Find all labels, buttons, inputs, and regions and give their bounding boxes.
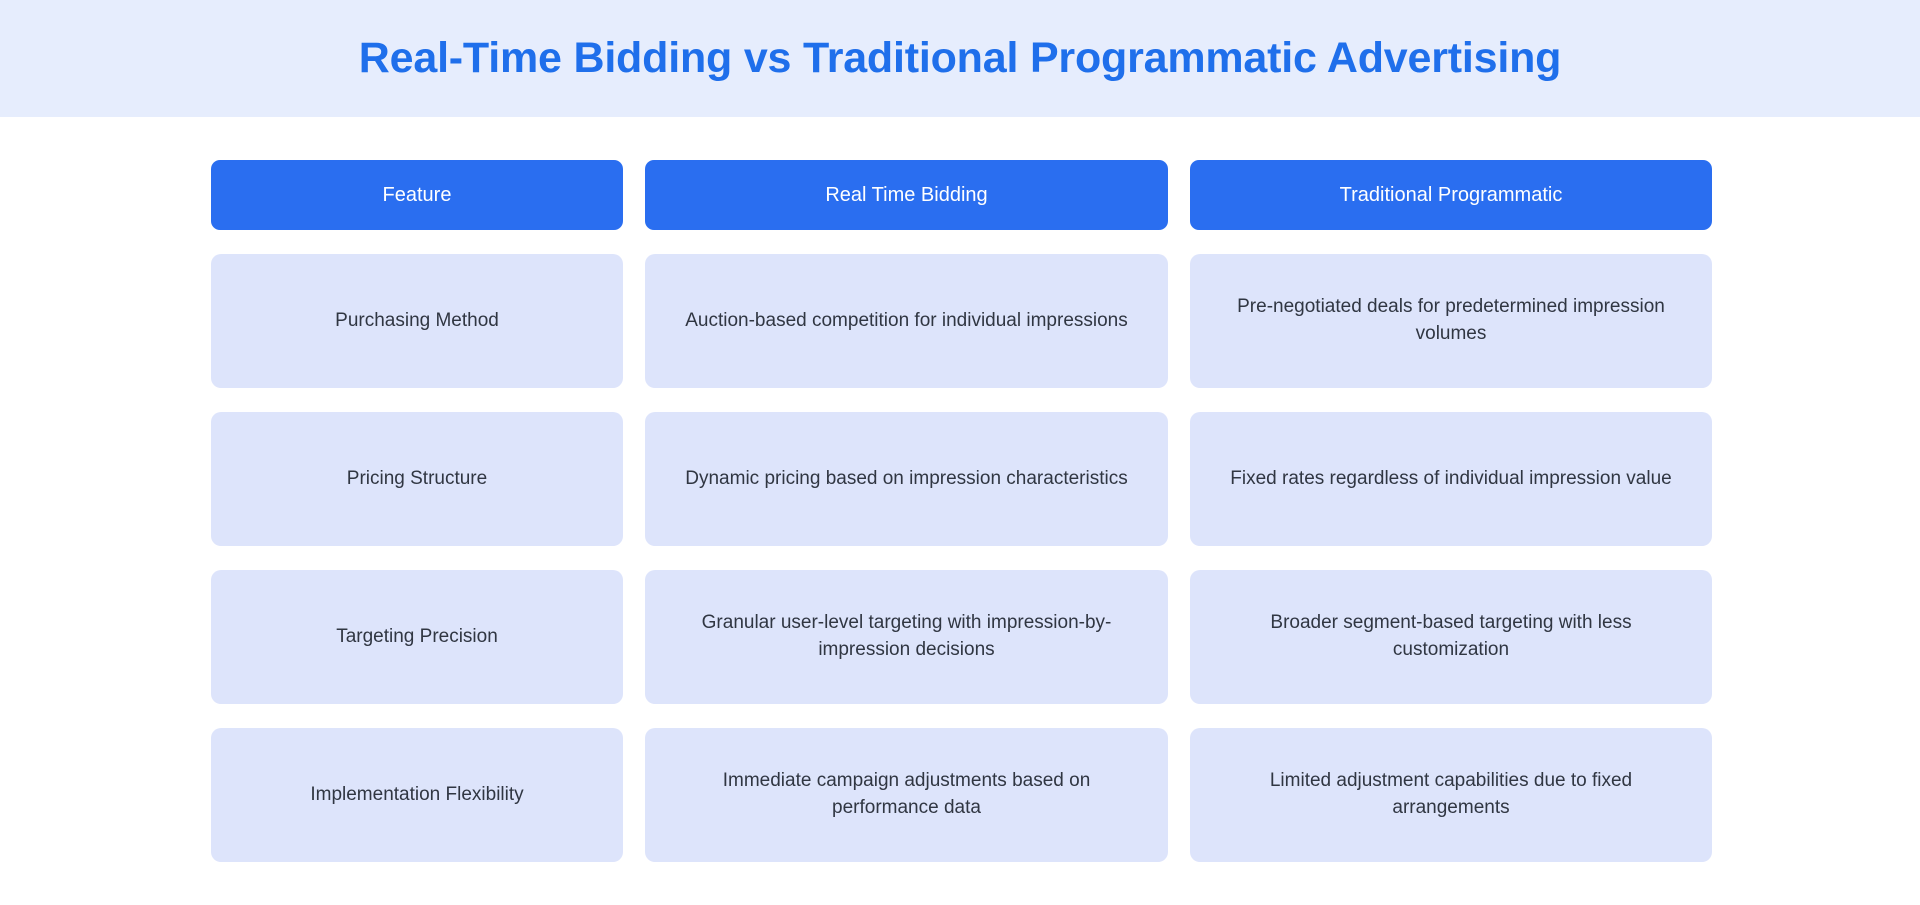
rtb-value: Immediate campaign adjustments based on …	[722, 770, 1091, 818]
table-row: Broader segment-based targeting with les…	[1190, 570, 1712, 704]
feature-name: Purchasing Method	[335, 309, 499, 331]
traditional-value: Fixed rates regardless of individual imp…	[1230, 467, 1672, 489]
feature-name: Targeting Precision	[336, 625, 498, 647]
table-row: Purchasing Method	[211, 254, 623, 388]
feature-name: Pricing Structure	[346, 467, 488, 489]
table-row: Dynamic pricing based on impression char…	[645, 412, 1168, 546]
column-header-label: Traditional Programmatic	[1339, 183, 1563, 206]
table-row: Fixed rates regardless of individual imp…	[1190, 412, 1712, 546]
column-header-traditional-programmatic: Traditional Programmatic	[1190, 160, 1712, 230]
table-row: Limited adjustment capabilities due to f…	[1190, 728, 1712, 862]
traditional-value: Broader segment-based targeting with les…	[1270, 612, 1632, 660]
traditional-value: Limited adjustment capabilities due to f…	[1269, 770, 1633, 818]
title-banner: Real-Time Bidding vs Traditional Program…	[0, 0, 1920, 117]
rtb-value: Dynamic pricing based on impression char…	[685, 467, 1128, 489]
rtb-value: Granular user-level targeting with impre…	[701, 612, 1112, 660]
table-row: Implementation Flexibility	[211, 728, 623, 862]
table-row: Auction-based competition for individual…	[645, 254, 1168, 388]
page-title: Real-Time Bidding vs Traditional Program…	[358, 33, 1562, 82]
traditional-value: Pre-negotiated deals for predetermined i…	[1237, 296, 1665, 344]
column-header-label: Real Time Bidding	[825, 183, 988, 206]
column-header-real-time-bidding: Real Time Bidding	[645, 160, 1168, 230]
column-header-feature: Feature	[211, 160, 623, 230]
table-row: Targeting Precision	[211, 570, 623, 704]
table-row: Immediate campaign adjustments based on …	[645, 728, 1168, 862]
table-row: Pre-negotiated deals for predetermined i…	[1190, 254, 1712, 388]
table-row: Pricing Structure	[211, 412, 623, 546]
column-header-label: Feature	[382, 183, 452, 206]
rtb-value: Auction-based competition for individual…	[685, 309, 1128, 331]
table-row: Granular user-level targeting with impre…	[645, 570, 1168, 704]
feature-name: Implementation Flexibility	[310, 783, 524, 805]
comparison-table: Feature Real Time Bidding Traditional Pr…	[211, 160, 1712, 862]
